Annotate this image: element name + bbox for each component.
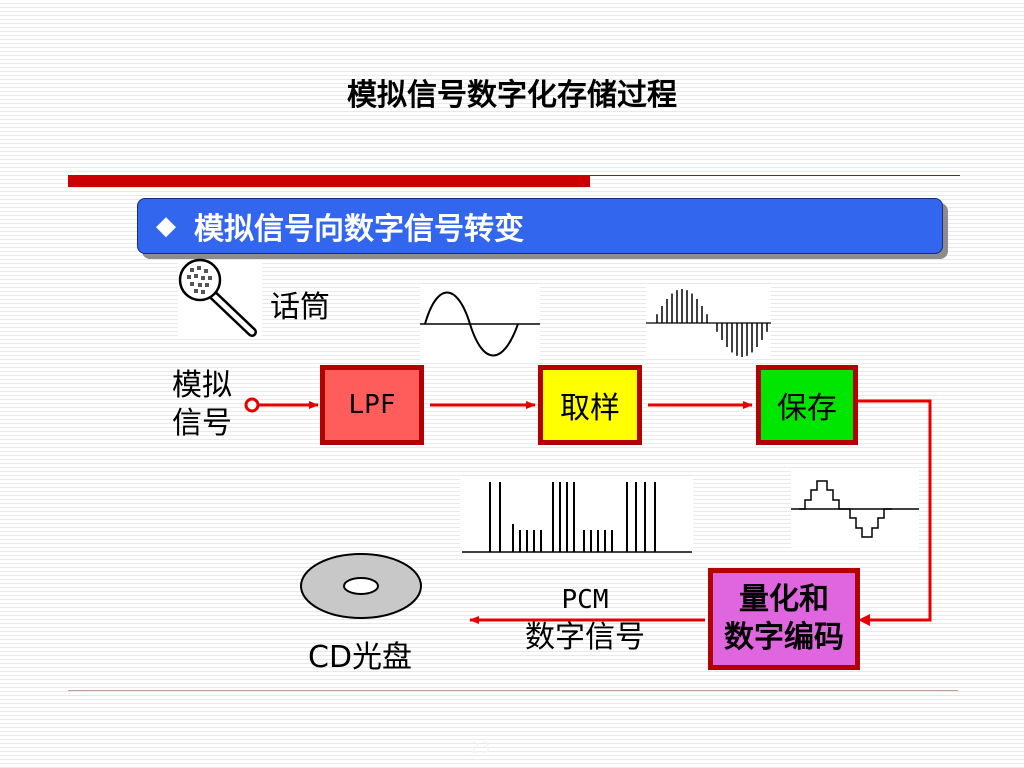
title-red-bar [68, 175, 590, 187]
quantize-encode-line1: 量化和 [739, 582, 829, 617]
pcm-pulses-icon [460, 478, 693, 556]
section-banner: ◆ 模拟信号向数字信号转变 [137, 198, 943, 254]
microphone-label: 话筒 [270, 290, 330, 325]
staircase-wave-icon [791, 470, 919, 548]
analog-signal-label-line2: 信号 [172, 406, 232, 441]
lpf-block: LPF [320, 365, 424, 445]
quantize-encode-block: 量化和 数字编码 [708, 568, 860, 670]
quantize-encode-line2: 数字编码 [724, 620, 844, 655]
page-number: 23 [469, 738, 491, 757]
cd-disc-label: CD光盘 [308, 640, 413, 675]
footer-divider [68, 690, 958, 691]
digital-signal-label: 数字信号 [525, 620, 645, 655]
sine-wave-icon [420, 285, 540, 360]
banner-bullet: ◆ [156, 211, 176, 241]
hold-block: 保存 [756, 365, 858, 445]
microphone-icon [178, 258, 262, 337]
pcm-label: PCM [561, 585, 609, 615]
slide-title: 模拟信号数字化存储过程 [347, 78, 677, 113]
signal-flow-arrows [244, 397, 932, 626]
title-red-line [590, 175, 960, 176]
cd-disc-icon [300, 553, 422, 619]
analog-signal-label-line1: 模拟 [172, 368, 232, 403]
banner-text: 模拟信号向数字信号转变 [194, 212, 524, 247]
sampled-pulses-icon [646, 287, 771, 359]
sampling-block: 取样 [538, 365, 642, 445]
